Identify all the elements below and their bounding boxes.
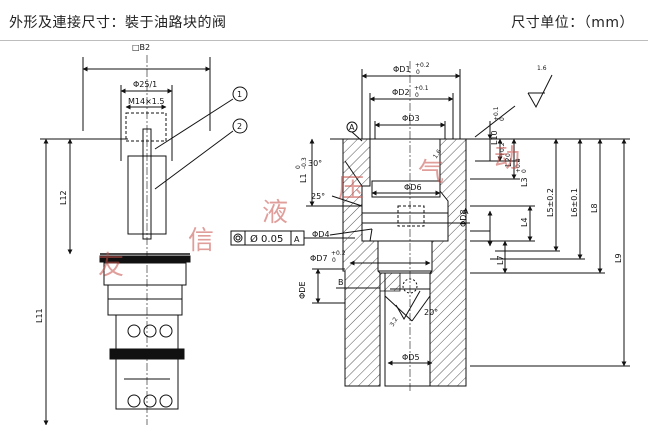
d1-tol-lower: 0 — [416, 69, 420, 76]
l10-tol-upper: +0.1 — [493, 106, 500, 121]
l5-label: L5±0.2 — [546, 188, 555, 217]
l7-label: L7 — [496, 255, 505, 265]
watermark-char-3: 液 — [262, 198, 288, 228]
technical-drawing: □B2 Φ25/1 M14×1.5 1 2 L12 L11 Ø 0.05 A — [35, 43, 630, 425]
square-b2-label: □B2 — [132, 43, 150, 52]
watermark-char-1: 友 — [98, 251, 124, 281]
d2-tol-lower: 0 — [415, 92, 419, 99]
l12-label: L12 — [59, 190, 68, 205]
thread-dia-label: Φ25/1 — [133, 80, 157, 89]
roughness-mid: 1.6 — [432, 148, 443, 160]
callout-1: 1 — [237, 90, 242, 99]
roughness-bottom: 3.2 — [389, 316, 400, 328]
datum-b-label: B — [338, 278, 344, 287]
concentricity-ref: A — [294, 235, 300, 244]
thread-label: M14×1.5 — [128, 97, 165, 106]
header-bar: 外形及連接尺寸：裝于油路块的阀 尺寸单位：（mm） — [0, 0, 648, 40]
de-label: ΦDE — [298, 281, 307, 299]
angle-30: 30° — [308, 159, 322, 168]
concentricity-value: Ø 0.05 — [250, 233, 283, 245]
l10-label: L10 — [490, 130, 499, 145]
d2-label: ΦD2 — [392, 88, 410, 97]
l10-tol-lower: 0 — [499, 117, 506, 121]
l2-tol-lower: 0 — [505, 153, 512, 157]
angle-20: 20° — [424, 308, 438, 317]
unit-label: 尺寸单位：（mm） — [511, 15, 634, 31]
l2-tol-upper: +0.2 — [499, 142, 506, 157]
page-title: 外形及連接尺寸：裝于油路块的阀 — [9, 15, 227, 31]
d1-tol-upper: +0.2 — [415, 62, 430, 69]
l1-tol-upper: 0 — [295, 165, 302, 169]
l11-label: L11 — [35, 308, 44, 323]
watermark-char-2: 信 — [188, 226, 214, 256]
callout-2: 2 — [237, 122, 242, 131]
watermark-char-5: 气 — [418, 158, 444, 188]
d1-label: ΦD1 — [393, 65, 411, 74]
roughness-top: 1.6 — [537, 65, 547, 72]
header-divider — [0, 40, 648, 41]
d8-label: ΦD8 — [459, 209, 468, 227]
d6-label: ΦD6 — [404, 183, 422, 192]
l3-tol-upper: +0.4 — [515, 158, 522, 173]
l1-label: L1 — [299, 173, 308, 183]
l8-label: L8 — [590, 203, 599, 213]
d7-tol-lower: 0 — [332, 257, 336, 264]
d4-label: ΦD4 — [312, 230, 330, 239]
right-view — [306, 61, 630, 391]
d7-label: ΦD7 — [310, 254, 328, 263]
d3-label: ΦD3 — [402, 114, 420, 123]
l4-label: L4 — [520, 217, 529, 227]
l1-tol-lower: -0.3 — [301, 157, 308, 169]
l3-tol-lower: 0 — [521, 169, 528, 173]
watermark-char-4: 压 — [338, 174, 364, 204]
watermark: 友 信 液 压 气 动 — [98, 144, 520, 281]
d2-tol-upper: +0.1 — [414, 85, 429, 92]
d7-tol-upper: +0.2 — [331, 250, 346, 257]
l2-label: L2 — [504, 157, 513, 167]
left-view — [40, 55, 248, 425]
l9-label: L9 — [614, 253, 623, 263]
datum-a-circle: A — [349, 123, 355, 132]
d5-label: ΦD5 — [402, 353, 420, 362]
watermark-char-6: 动 — [494, 144, 520, 174]
datum-a-label: A — [463, 207, 469, 216]
angle-25: 25° — [311, 192, 325, 201]
l6-label: L6±0.1 — [570, 188, 579, 217]
l3-label: L3 — [520, 177, 529, 187]
